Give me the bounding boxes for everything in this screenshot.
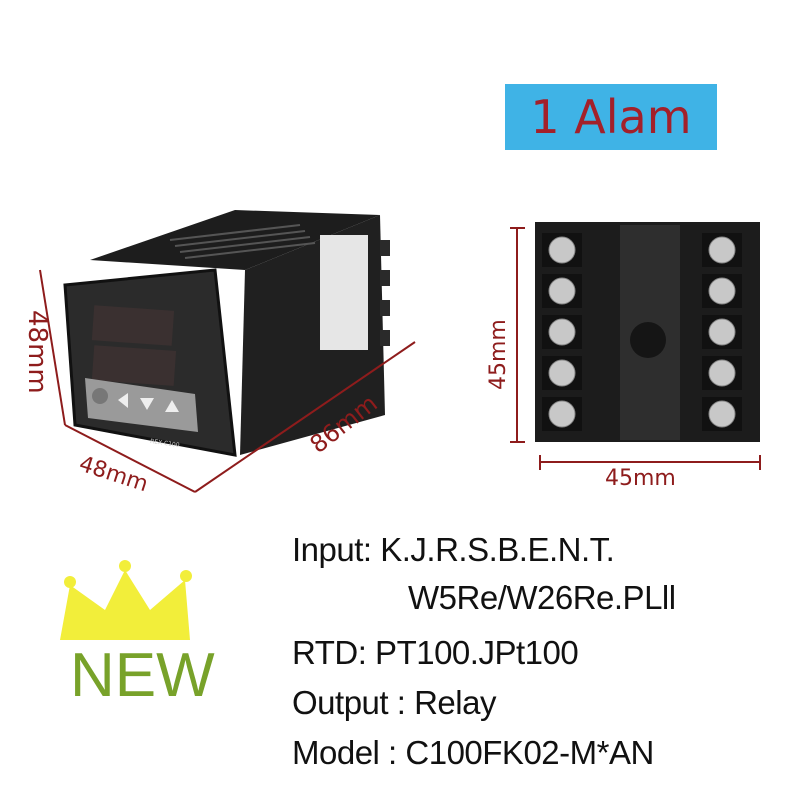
terminal-screw-icon xyxy=(708,400,736,428)
terminal-screw-icon xyxy=(708,318,736,346)
keypad xyxy=(85,378,198,432)
terminal-screw-icon xyxy=(708,359,736,387)
spec-input-cont: W5Re/W26Re.PLll xyxy=(408,579,676,616)
pv-display xyxy=(91,305,175,346)
terminal-screw-icon xyxy=(708,277,736,305)
terminal-screw-icon xyxy=(548,359,576,387)
terminal-height-label: 45mm xyxy=(486,319,511,390)
set-key[interactable] xyxy=(92,388,108,404)
alarm-banner: 1 Alam xyxy=(505,84,717,150)
spec-model: Model : C100FK02-M*AN xyxy=(292,734,654,771)
terminal-screw-icon xyxy=(548,318,576,346)
terminal-width-label: 45mm xyxy=(605,466,676,491)
terminal-screw-icon xyxy=(708,236,736,264)
spec-input: Input: K.J.R.S.B.E.N.T. xyxy=(292,531,615,568)
terminal-screw-icon xyxy=(548,277,576,305)
controller-unit xyxy=(63,210,390,457)
spec-output: Output : Relay xyxy=(292,684,496,721)
wiring-label xyxy=(320,235,368,350)
new-badge: NEW xyxy=(70,641,215,710)
shift-key[interactable] xyxy=(118,393,128,408)
crown-icon xyxy=(60,570,190,640)
sv-display xyxy=(91,345,177,386)
spec-rtd: RTD: PT100.JPt100 xyxy=(292,634,579,671)
dimension-lines xyxy=(39,227,761,493)
terminal-screw-icon xyxy=(548,236,576,264)
down-key[interactable] xyxy=(140,398,154,410)
terminal-screw-icon xyxy=(548,400,576,428)
up-key[interactable] xyxy=(165,400,179,412)
terminal-block xyxy=(535,222,760,442)
controller-height-label: 48mm xyxy=(22,310,52,394)
